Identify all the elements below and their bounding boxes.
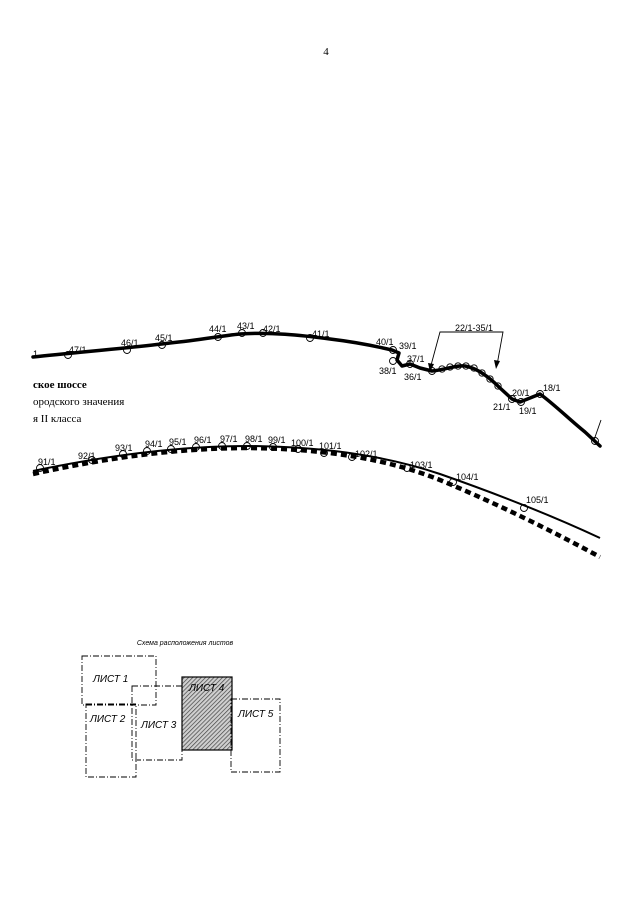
upper-label: 41/1: [312, 329, 330, 339]
lower-marker: [294, 445, 302, 453]
upper-label: 37/1: [407, 354, 425, 364]
lower-marker: [88, 456, 96, 464]
upper-marker: [462, 362, 470, 370]
sheet-5-label: ЛИСТ 5: [237, 709, 274, 720]
upper-marker: [536, 390, 544, 398]
upper-marker: [158, 341, 166, 349]
scheme-title: Схема расположения листов: [137, 640, 234, 647]
sheet-4-frame: [181, 676, 233, 751]
lower-marker: [36, 464, 44, 472]
upper-label: 19/1: [519, 406, 537, 416]
upper-label: 46/1: [121, 338, 139, 348]
upper-marker: [259, 329, 267, 337]
sheet-2-frame: [85, 703, 137, 778]
lower-label: 104/1: [456, 472, 479, 482]
lower-label: 96/1: [194, 435, 212, 445]
lower-label: 92/1: [78, 451, 96, 461]
upper-label: 1: [33, 349, 38, 359]
lower-road-dashed: [32, 445, 602, 559]
sheet-scheme: Схема расположения листов ЛИСТ 1 ЛИСТ 2 …: [81, 640, 281, 778]
upper-marker: [428, 367, 436, 375]
legend-line-3: я II класса: [33, 413, 82, 425]
upper-label: 22/1-35/1: [455, 323, 493, 333]
sheet-1-label: ЛИСТ 1: [92, 674, 128, 685]
upper-marker: [446, 363, 454, 371]
lower-label: 99/1: [268, 435, 286, 445]
upper-marker: [517, 398, 525, 406]
upper-marker: [486, 375, 494, 383]
upper-marker: [494, 382, 502, 390]
lower-label: 105/1: [526, 495, 549, 505]
lower-label: 103/1: [410, 460, 433, 470]
upper-label: 44/1: [209, 324, 227, 334]
sheet-1-frame: [81, 655, 157, 706]
lower-label: 97/1: [220, 434, 238, 444]
upper-label: 40/1: [376, 337, 394, 347]
upper-road-line: [31, 331, 602, 448]
upper-marker: [454, 362, 462, 370]
lower-marker: [320, 449, 328, 457]
upper-marker: [438, 365, 446, 373]
upper-label: 39/1: [399, 341, 417, 351]
sheet-3-frame: [131, 685, 183, 761]
lower-markers: [36, 442, 528, 512]
upper-marker: [389, 357, 397, 365]
upper-marker: [508, 395, 516, 403]
lower-road: [32, 444, 602, 559]
lower-label: 101/1: [319, 441, 342, 451]
lower-marker: [143, 447, 151, 455]
lower-label: 100/1: [291, 438, 314, 448]
lower-labels: 91/1 92/1 93/1 94/1 95/1 96/1 97/1 98/1 …: [38, 434, 549, 505]
lower-marker: [403, 464, 411, 472]
upper-marker: [591, 437, 599, 445]
lower-label: 94/1: [145, 439, 163, 449]
lower-marker: [243, 442, 251, 450]
lower-marker: [119, 450, 127, 458]
upper-labels: 1 47/1 46/1 45/1 44/1 43/1 42/1 41/1 40/…: [33, 321, 561, 416]
lower-label: 95/1: [169, 437, 187, 447]
page-number: 4: [323, 46, 329, 58]
sheet-2-label: ЛИСТ 2: [89, 714, 126, 725]
upper-marker: [389, 346, 397, 354]
lower-marker: [192, 443, 200, 451]
upper-markers: [64, 329, 599, 445]
lower-label: 91/1: [38, 457, 56, 467]
upper-label: 36/1: [404, 372, 422, 382]
lower-marker: [520, 504, 528, 512]
lower-label: 98/1: [245, 434, 263, 444]
sheet-5-frame: [230, 698, 281, 773]
upper-marker: [470, 364, 478, 372]
upper-marker: [123, 346, 131, 354]
lower-marker: [167, 445, 175, 453]
upper-label: 38/1: [379, 366, 397, 376]
legend-line-2: ородского значения: [33, 396, 124, 408]
upper-label: 42/1: [263, 324, 281, 334]
upper-marker: [306, 334, 314, 342]
upper-label: 43/1: [237, 321, 255, 331]
lower-label: 102/1: [355, 449, 378, 459]
upper-label: 47/1: [69, 345, 87, 355]
legend-line-1: ское шоссе: [33, 379, 87, 391]
lower-road-solid: [32, 444, 601, 539]
lower-marker: [348, 453, 356, 461]
upper-label: 45/1: [155, 333, 173, 343]
lower-marker: [218, 442, 226, 450]
road-legend: ское шоссе ородского значения я II класс…: [33, 379, 124, 425]
upper-label: 18/1: [543, 383, 561, 393]
upper-marker: [64, 351, 72, 359]
upper-label: 21/1: [493, 402, 511, 412]
lower-marker: [449, 478, 457, 486]
upper-marker: [478, 369, 486, 377]
upper-label: 20/1: [512, 388, 530, 398]
upper-marker: [214, 333, 222, 341]
lower-marker: [269, 443, 277, 451]
sheet-3-label: ЛИСТ 3: [140, 720, 177, 731]
sheet-4-label: ЛИСТ 4: [188, 683, 225, 694]
upper-marker: [238, 329, 246, 337]
upper-marker: [406, 360, 414, 368]
lower-label: 93/1: [115, 443, 133, 453]
